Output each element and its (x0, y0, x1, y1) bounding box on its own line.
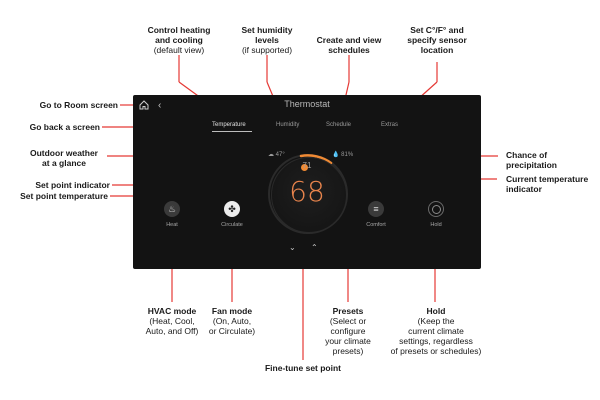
chevron-up-icon[interactable]: ⌃ (311, 243, 318, 252)
menu-icon: ≡ (373, 204, 379, 214)
callout-outdoor: Outdoor weather at a glance (29, 148, 98, 168)
temperature-dial[interactable] (271, 157, 347, 233)
tab-temperature[interactable]: Temperature (212, 122, 246, 128)
presets-label: Comfort (366, 222, 386, 228)
fan-icon: ✤ (228, 203, 236, 214)
callout-hold: Hold (Keep the current climate settings,… (390, 306, 482, 356)
precipitation: 💧 81% (332, 151, 353, 158)
chevron-down-icon[interactable]: ⌄ (289, 243, 296, 252)
callout-hvac: HVAC mode (Heat, Cool, Auto, and Off) (145, 306, 199, 336)
droplet-icon: 💧 (332, 152, 340, 158)
setpoint-indicator[interactable] (301, 164, 308, 171)
tab-humidity[interactable]: Humidity (276, 122, 300, 128)
hvac-mode-button[interactable]: ♨ (164, 201, 180, 217)
callout-setpoint-temp: Set point temperature (20, 191, 108, 201)
callout-back: Go back a screen (29, 122, 100, 132)
fan-mode-button[interactable]: ✤ (224, 201, 240, 217)
tab-extras[interactable]: Extras (381, 122, 399, 128)
callout-fan: Fan mode (On, Auto, or Circulate) (208, 306, 256, 336)
thermostat-screen: ‹ Thermostat Temperature Humidity Schedu… (133, 95, 481, 269)
hold-label: Hold (430, 222, 442, 228)
fan-mode-label: Circulate (221, 222, 243, 228)
tab-schedule[interactable]: Schedule (326, 122, 352, 128)
callout-precip: Chance of precipitation (506, 150, 558, 170)
outdoor-weather: ☁ 47° (268, 151, 285, 158)
outdoor-temp: 47° (275, 152, 285, 158)
cloud-sun-icon: ☁ (268, 152, 274, 158)
setpoint-temperature: 68 (289, 175, 325, 208)
callout-control-heating: Control heating and cooling (default vie… (147, 25, 211, 55)
callout-room: Go to Room screen (39, 100, 118, 110)
flame-icon: ♨ (167, 203, 177, 214)
callout-units: Set C°/F° and specify sensor location (407, 25, 467, 55)
back-icon[interactable]: ‹ (158, 100, 162, 111)
callout-finetune: Fine-tune set point (264, 363, 342, 373)
screen-title: Thermostat (284, 99, 330, 109)
precip-value: 81% (341, 152, 354, 158)
current-temperature: 71 (302, 161, 312, 170)
callout-schedules: Create and view schedules (316, 35, 382, 55)
callout-current-temp: Current temperature indicator (506, 174, 589, 194)
presets-button[interactable]: ≡ (368, 201, 384, 217)
hvac-mode-label: Heat (166, 222, 178, 228)
callout-humidity: Set humidity levels (if supported) (241, 25, 293, 55)
callout-setpoint-indicator: Set point indicator (35, 180, 110, 190)
home-icon[interactable] (138, 99, 150, 111)
active-tab-indicator (212, 131, 252, 132)
hold-circle-icon (431, 204, 441, 214)
callout-presets: Presets (Select or configure your climat… (325, 306, 371, 356)
hold-button[interactable] (428, 201, 444, 217)
